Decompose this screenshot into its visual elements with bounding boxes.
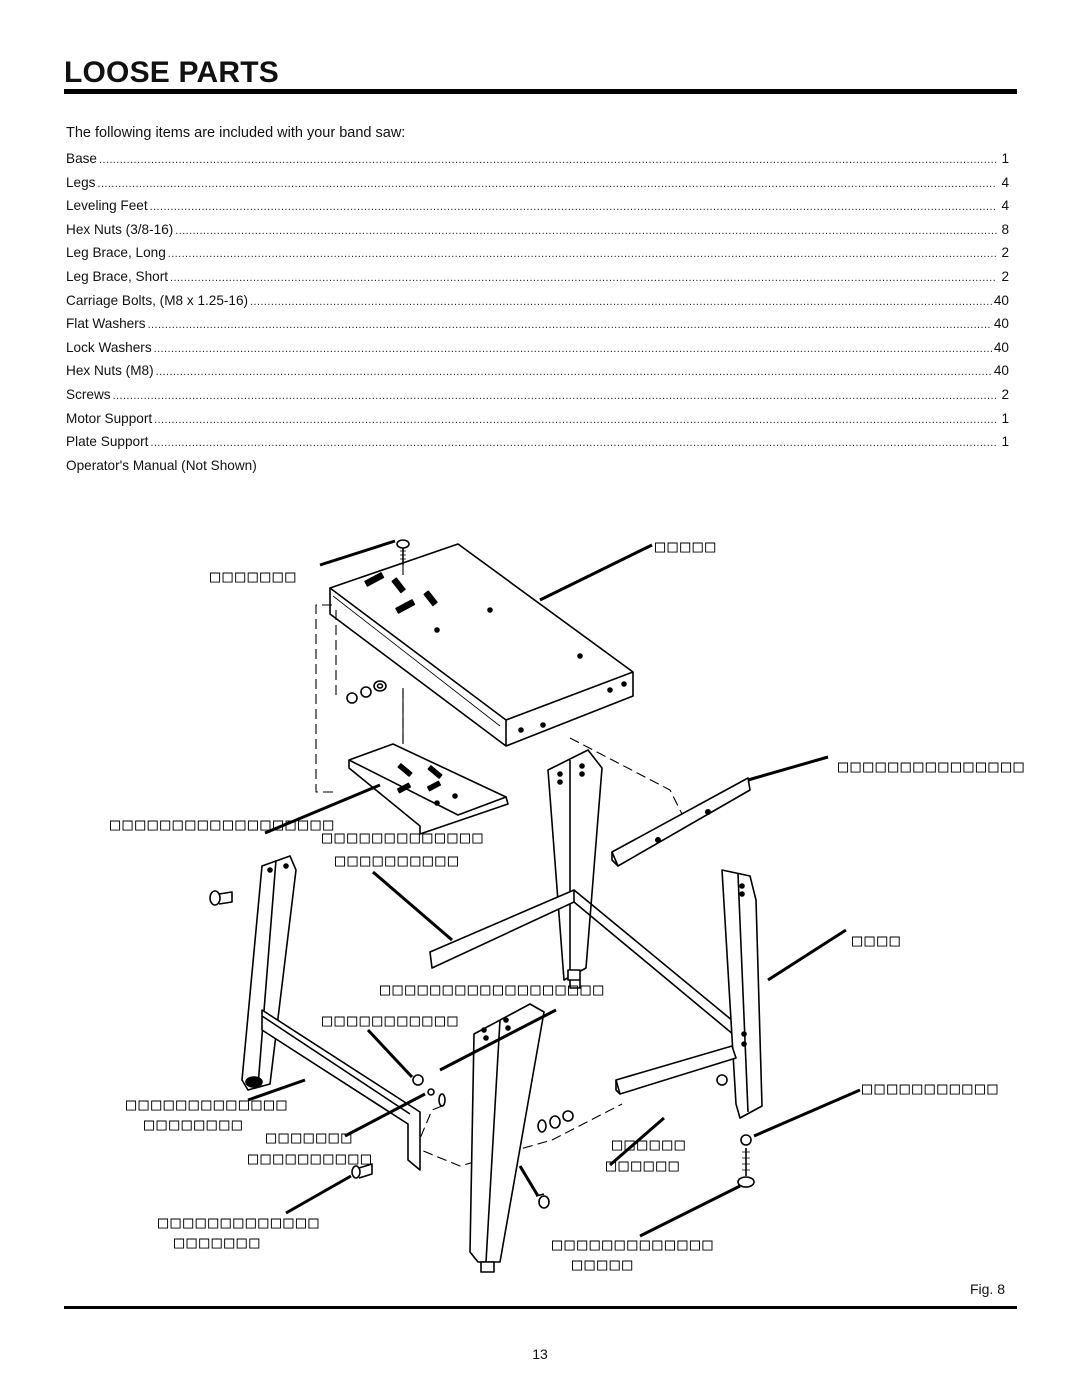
- list-item: Operator's Manual (Not Shown): [66, 457, 257, 473]
- callout-hex-nut-38: □□□□□□□□□□□: [862, 1079, 1000, 1099]
- plate-support-drawing: [348, 743, 509, 835]
- callout-leg-brace-long-2: □□□□□□□□□□: [335, 851, 460, 871]
- callout-base: □□□□□: [655, 537, 718, 557]
- list-item: Flat Washers40: [66, 316, 1009, 340]
- parts-list: Base1 Legs4 Leveling Feet4 Hex Nuts (3/8…: [66, 151, 1009, 481]
- callout-leg-brace-long: □□□□□□□□□□□□□: [322, 828, 485, 848]
- callout-flat-washer-2: □□□□□□□□□□: [248, 1149, 373, 1169]
- callout-hex-nut-m8: □□□□□□□□□□□: [322, 1011, 460, 1031]
- leg-brace-short-lower: [615, 1045, 737, 1095]
- list-item: Leg Brace, Short2: [66, 269, 1009, 293]
- leg-brace-long-middle: [429, 889, 757, 1041]
- callout-motor-support: □□□□□□□□□□□□□: [158, 1213, 321, 1233]
- leg-back-left: [241, 855, 297, 1091]
- leg-brace-long-lower: [261, 1009, 421, 1171]
- figure-label: Fig. 8: [969, 1281, 1005, 1297]
- leader-lines: [247, 539, 861, 1238]
- callout-carriage-bolts-2: □□□□□□□□: [144, 1115, 244, 1135]
- callout-screws: □□□□□□□: [210, 567, 298, 587]
- list-item: Screws2: [66, 387, 1009, 411]
- callout-lock-washer: □□□□□□: [612, 1135, 687, 1155]
- leg-brace-short-upper: [611, 777, 751, 867]
- carriage-bolt-front: [535, 1193, 550, 1209]
- callout-leveling-feet: □□□□□□□□□□□□□: [552, 1235, 715, 1255]
- list-item: Leveling Feet4: [66, 198, 1009, 222]
- fastener-set-base: [346, 680, 387, 704]
- title-rule: [64, 89, 1017, 94]
- carriage-bolt-left: [209, 890, 233, 906]
- callout-lock-washer-2: □□□□□□: [606, 1156, 681, 1176]
- list-item: Carriage Bolts, (M8 x 1.25-16)40: [66, 293, 1009, 317]
- leg-back-right: [547, 749, 603, 989]
- page-title: LOOSE PARTS: [64, 56, 279, 89]
- footer-rule: [64, 1306, 1017, 1309]
- fastener-set-front: [412, 1074, 574, 1133]
- base-drawing: [329, 543, 634, 747]
- list-item: Leg Brace, Long2: [66, 245, 1009, 269]
- callout-leg-brace-short: □□□□□□□□□□□□□□□: [838, 757, 1026, 777]
- leg-front-left: [469, 1003, 545, 1273]
- callout-leveling-feet-2: □□□□□: [572, 1255, 635, 1275]
- list-item: Hex Nuts (M8)40: [66, 363, 1009, 387]
- callout-flat-washer: □□□□□□□: [266, 1128, 354, 1148]
- leg-front-right: [721, 869, 763, 1119]
- list-item: Base1: [66, 151, 1009, 175]
- assembly-guides: [315, 565, 685, 1167]
- page-number: 13: [532, 1346, 548, 1362]
- leveling-foot: [716, 1074, 755, 1188]
- list-item: Motor Support1: [66, 411, 1009, 435]
- callout-carriage-bolts: □□□□□□□□□□□□□: [126, 1095, 289, 1115]
- intro-text: The following items are included with yo…: [66, 125, 406, 141]
- callout-motor-support-2: □□□□□□□: [174, 1233, 262, 1253]
- list-item: Hex Nuts (3/8-16)8: [66, 222, 1009, 246]
- callout-plate-support: □□□□□□□□□□□□□□□□□□: [110, 815, 336, 835]
- list-item: Legs4: [66, 175, 1009, 199]
- callout-carriage-bolt: □□□□□□□□□□□□□□□□□□: [380, 980, 606, 1000]
- screw-top: [396, 539, 410, 565]
- carriage-bolt-lower: [351, 1163, 373, 1179]
- callout-legs: □□□□: [852, 931, 902, 951]
- list-item: Plate Support1: [66, 434, 1009, 458]
- list-item: Lock Washers40: [66, 340, 1009, 364]
